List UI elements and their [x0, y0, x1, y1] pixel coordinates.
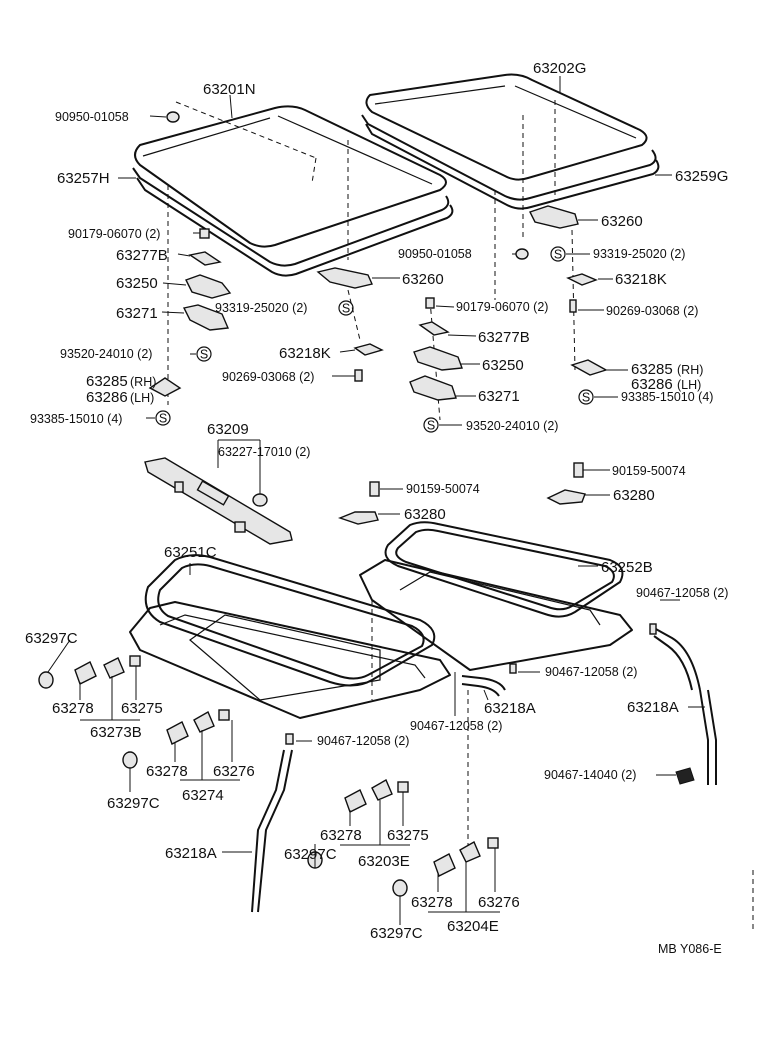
label-90467-14040: 90467-14040 (2) — [544, 768, 636, 782]
label-63297C: 63297C — [107, 795, 160, 812]
label-rh: (RH) — [130, 375, 156, 389]
label-90269-03068: 90269-03068 (2) — [606, 304, 698, 318]
label-63274: 63274 — [182, 787, 224, 804]
label-63286: 63286 — [631, 376, 673, 393]
label-63278: 63278 — [146, 763, 188, 780]
label-63201N: 63201N — [203, 81, 256, 98]
glass-panel-left — [134, 105, 447, 248]
label-63277B: 63277B — [478, 329, 530, 346]
label-63297C: 63297C — [284, 846, 337, 863]
label-63273B: 63273B — [90, 724, 142, 741]
label-63250: 63250 — [116, 275, 158, 292]
label-63209: 63209 — [207, 421, 249, 438]
label-63297C: 63297C — [370, 925, 423, 942]
svg-text:S: S — [427, 419, 435, 433]
label-63276: 63276 — [478, 894, 520, 911]
svg-text:S: S — [200, 348, 208, 362]
label-90467-12058: 90467-12058 (2) — [317, 734, 409, 748]
label-93520-24010: 93520-24010 (2) — [466, 419, 558, 433]
clip-bracket-icon — [337, 462, 586, 525]
label-90179-06070: 90179-06070 (2) — [68, 227, 160, 241]
label-90159-50074: 90159-50074 — [406, 482, 480, 496]
weatherstrip-left — [132, 167, 454, 277]
label-90467-12058: 90467-12058 (2) — [410, 719, 502, 733]
label-63259G: 63259G — [675, 168, 728, 185]
label-90179-06070: 90179-06070 (2) — [456, 300, 548, 314]
label-63286: 63286 — [86, 389, 128, 406]
label-63276: 63276 — [213, 763, 255, 780]
label-63275: 63275 — [121, 700, 163, 717]
clip-icon — [74, 655, 499, 877]
label-63218K: 63218K — [615, 271, 667, 288]
label-63280: 63280 — [404, 506, 446, 523]
label-63277B: 63277B — [116, 247, 168, 264]
label-63260: 63260 — [601, 213, 643, 230]
label-90950-01058: 90950-01058 — [55, 110, 129, 124]
guide-line — [175, 101, 317, 159]
label-90467-12058: 90467-12058 (2) — [636, 586, 728, 600]
label-rh: (RH) — [677, 363, 703, 377]
hinge-bracket-icon — [316, 205, 579, 289]
part-labels: 63201N 90950-01058 63257H 63202G 63259G … — [25, 60, 728, 956]
glass-panel-right — [365, 73, 648, 181]
diagram-code: MB Y086-E — [658, 942, 722, 956]
label-lh: (LH) — [130, 391, 154, 405]
label-90269-03068: 90269-03068 (2) — [222, 370, 314, 384]
label-90950-01058: 90950-01058 — [398, 247, 472, 261]
label-93385-15010: 93385-15010 (4) — [30, 412, 122, 426]
label-63271: 63271 — [116, 305, 158, 322]
label-63278: 63278 — [320, 827, 362, 844]
label-93385-15010: 93385-15010 (4) — [621, 390, 713, 404]
label-93319-25020: 93319-25020 (2) — [215, 301, 307, 315]
s-mark-icon: S S S S S S — [155, 246, 594, 433]
hose-clip-icon — [285, 623, 695, 785]
label-lh: (LH) — [677, 378, 701, 392]
label-63252B: 63252B — [601, 559, 653, 576]
label-93520-24010: 93520-24010 (2) — [60, 347, 152, 361]
label-63218A: 63218A — [627, 699, 679, 716]
weatherstrip-right — [361, 114, 660, 210]
housing-frame-left — [129, 554, 451, 719]
drive-bracket-icon — [144, 457, 293, 545]
label-63227-17010: 63227-17010 (2) — [218, 445, 310, 459]
label-63251C: 63251C — [164, 544, 217, 561]
svg-text:S: S — [342, 302, 350, 316]
label-90467-12058: 90467-12058 (2) — [545, 665, 637, 679]
label-63280: 63280 — [613, 487, 655, 504]
label-63204E: 63204E — [447, 918, 499, 935]
label-63275: 63275 — [387, 827, 429, 844]
label-63278: 63278 — [411, 894, 453, 911]
svg-text:S: S — [554, 248, 562, 262]
housing-frame-right — [359, 521, 633, 671]
screw-icon — [148, 228, 608, 401]
label-93319-25020: 93319-25020 (2) — [593, 247, 685, 261]
label-63271: 63271 — [478, 388, 520, 405]
label-63203E: 63203E — [358, 853, 410, 870]
guide-line — [311, 157, 317, 184]
label-63250: 63250 — [482, 357, 524, 374]
leader-lines — [47, 76, 705, 925]
svg-text:S: S — [582, 391, 590, 405]
label-90159-50074: 90159-50074 — [612, 464, 686, 478]
label-63285: 63285 — [86, 373, 128, 390]
label-63278: 63278 — [52, 700, 94, 717]
label-63202G: 63202G — [533, 60, 586, 77]
label-63260: 63260 — [402, 271, 444, 288]
label-63285: 63285 — [631, 361, 673, 378]
label-63297C: 63297C — [25, 630, 78, 647]
svg-text:S: S — [159, 412, 167, 426]
label-63218K: 63218K — [279, 345, 331, 362]
label-63218A: 63218A — [484, 700, 536, 717]
label-63218A: 63218A — [165, 845, 217, 862]
label-63257H: 63257H — [57, 170, 110, 187]
